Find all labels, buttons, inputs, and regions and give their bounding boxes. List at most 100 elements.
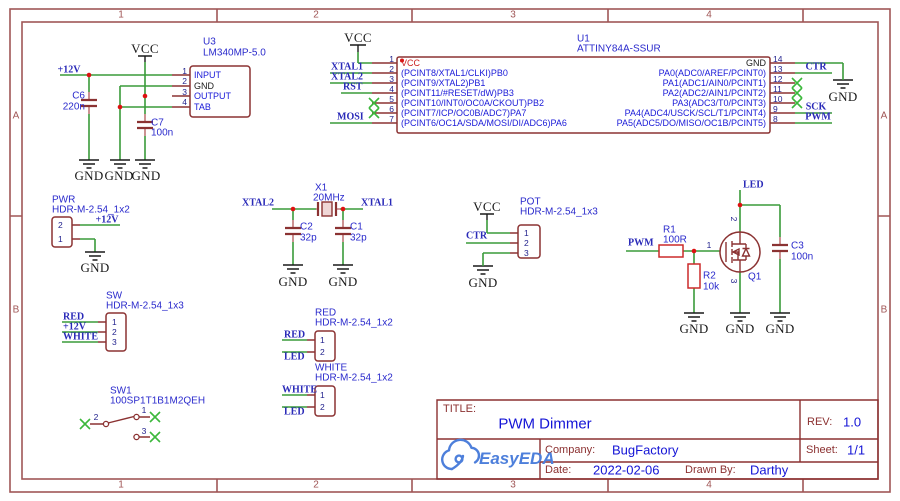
vcc-power-label[interactable]: VCC [131,41,159,56]
sw-ref: SW [106,290,123,302]
drawn-by-value: Darthy [750,462,789,478]
u3-pin-name: GND [194,81,214,91]
u1-pin-name: PA1(ADC1/AIN0/PCINT1) [662,78,766,88]
gnd-power-label: GND [679,321,709,336]
drawn-by-label: Drawn By: [685,464,736,476]
net-label-ctr[interactable]: CTR [466,230,488,242]
sw1-switch[interactable] [79,411,161,443]
net-label-pwm[interactable]: PWM [805,111,831,123]
net-label-led[interactable]: LED [284,351,305,363]
sheet-title: PWM Dimmer [498,415,592,433]
white-header[interactable] [282,385,336,417]
u3-value: LM340MP-5.0 [203,47,266,59]
u3-regulator[interactable] [60,55,251,169]
gnd-power-label: GND [765,321,795,336]
u1-pin-name: PA2(ADC2/AIN1/PCINT2) [662,88,766,98]
pot-pin-number: 3 [524,248,529,258]
frame-col-label: 2 [313,9,319,21]
net-label-xtal1[interactable]: XTAL1 [331,61,364,73]
gnd-power-label: GND [74,168,104,183]
net-label-white[interactable]: WHITE [63,331,99,343]
u1-pin-number: 6 [389,104,394,114]
rev-value: 1.0 [843,414,862,430]
red-conn-ref: RED [315,307,337,319]
net-label-rst[interactable]: RST [343,81,363,93]
sheet-value: 1/1 [847,442,866,458]
u3-pin-number: 3 [182,87,187,97]
sw1-value: 100SP1T1B1M2QEH [110,395,206,407]
net-label-red[interactable]: RED [63,311,85,323]
q1-pin-number: 3 [729,278,739,284]
net-label-ctr[interactable]: CTR [805,61,827,73]
crystal-circuit[interactable] [272,201,363,274]
frame-col-label: 4 [706,479,712,491]
c7-ref: C7 [151,117,164,129]
c1-ref: C1 [350,221,363,233]
white-conn-ref: WHITE [315,362,348,374]
net-label-xtal2[interactable]: XTAL2 [241,197,275,209]
u3-pin-name: INPUT [194,70,221,80]
sw1-ref: SW1 [110,385,132,397]
u3-pin-name: OUTPUT [194,91,231,101]
c3-ref: C3 [791,240,804,252]
gnd-power-label: GND [104,168,134,183]
sw-value: HDR-M-2.54_1x3 [106,300,184,312]
u1-ref: U1 [577,33,590,45]
sw-header[interactable] [62,312,127,352]
u3-ref: U3 [203,36,216,48]
gnd-power-label: GND [468,275,498,290]
company-value: BugFactory [612,442,679,458]
net-label-red[interactable]: RED [284,329,306,341]
power-stage[interactable] [626,190,790,322]
gnd-power-label: GND [131,168,161,183]
u1-mcu[interactable] [330,44,853,134]
pot-header[interactable] [466,213,541,275]
net-label-mosi[interactable]: MOSI [337,111,364,123]
net-label-led[interactable]: LED [743,179,764,191]
net-label-xtal2[interactable]: XTAL2 [331,71,364,83]
r2-value: 10k [703,281,720,293]
frame-col-label: 3 [510,479,516,491]
u1-pin-number: 2 [389,64,394,74]
gnd-power-label: GND [828,89,858,104]
u1-value: ATTINY84A-SSUR [577,43,661,55]
net-label-12v[interactable]: +12V [57,64,81,76]
c7-value: 100n [151,127,174,139]
u1-pin-number: 10 [773,94,783,104]
red-header[interactable] [282,330,336,362]
sw1-pin-number: 1 [141,405,147,415]
net-label-white[interactable]: WHITE [282,384,318,396]
gnd-power-label: GND [328,274,358,289]
x1-value: 20MHz [313,192,345,204]
u1-pin-number: 13 [773,64,783,74]
u1-pin-number: 11 [773,84,782,94]
net-label-xtal1[interactable]: XTAL1 [360,197,394,209]
u3-pin-number: 1 [182,66,187,76]
net-label-pwm[interactable]: PWM [628,237,654,249]
u1-pin-number: 3 [389,74,394,84]
vcc-power-label[interactable]: VCC [344,30,372,45]
frame-col-label: 1 [118,479,124,491]
vcc-power-label[interactable]: VCC [473,199,501,214]
frame-row-label: B [12,304,20,316]
c3-value: 100n [791,251,814,263]
gnd-power-label: GND [278,274,308,289]
frame-row-label: A [12,110,20,122]
u1-pin-number: 1 [389,54,394,64]
net-label-12v[interactable]: +12V [63,321,86,333]
easyeda-logo-icon [441,438,481,471]
u1-pin-name: GND [746,58,766,68]
pot-ref: POT [520,196,541,208]
red-conn-value: HDR-M-2.54_1x2 [315,317,393,329]
u1-pin-number: 8 [773,114,778,124]
pwr-header[interactable] [51,216,120,261]
net-label-led[interactable]: LED [284,406,305,418]
u3-pin-name: TAB [194,102,211,112]
q1-pin-number: 2 [729,216,739,222]
u1-pin-number: 7 [389,114,394,124]
title-label: TITLE: [443,403,477,415]
net-label-sck[interactable]: SCK [805,101,827,113]
net-label-12v[interactable]: +12V [95,214,119,226]
